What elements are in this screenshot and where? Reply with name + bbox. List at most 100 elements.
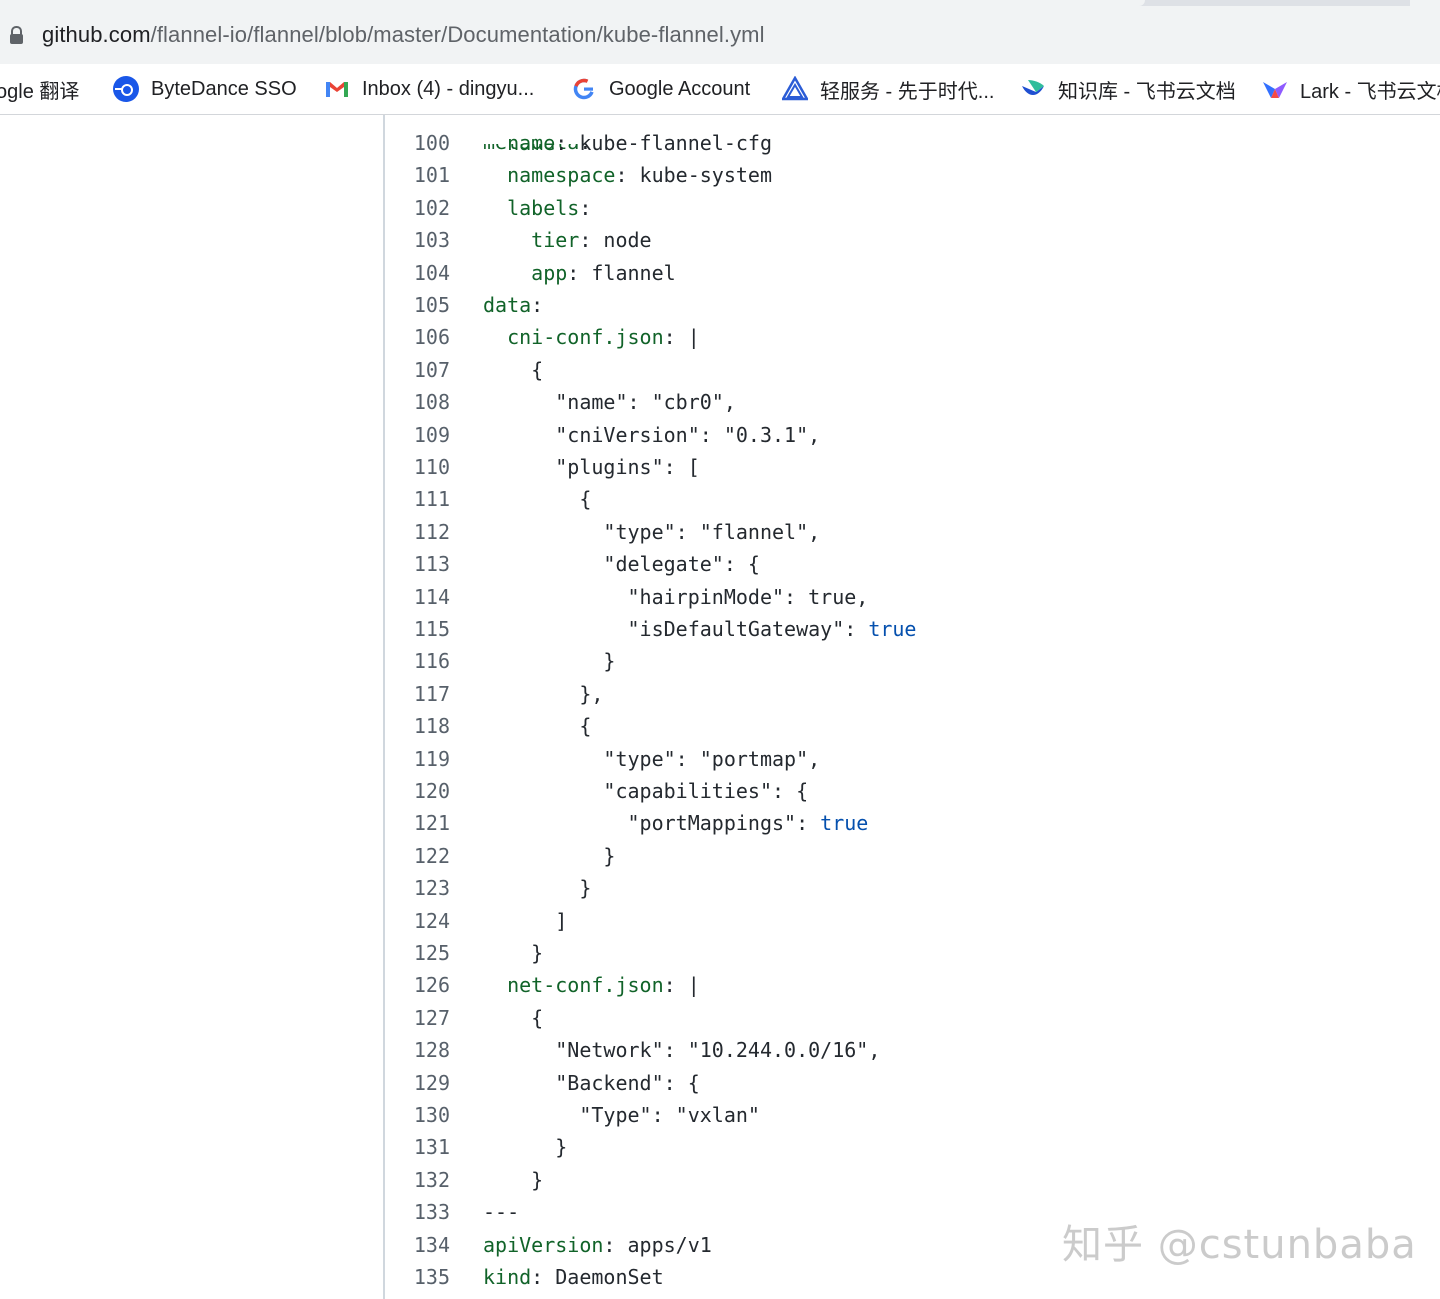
line-number[interactable]: 131 [413,1135,450,1160]
line-number[interactable]: 123 [413,876,450,901]
code-token: --- [483,1200,520,1225]
code-text: tier: node [483,224,651,256]
code-line: 123 } [385,872,1440,904]
line-number[interactable]: 116 [413,649,450,674]
code-token: } [483,941,544,965]
code-line: 114 "hairpinMode": true, [385,581,1440,613]
yaml-key: labels [507,195,580,220]
bookmark-inbox[interactable]: Inbox (4) - dingyu... [324,64,534,114]
code-text: "name": "cbr0", [483,386,736,418]
line-number[interactable]: 121 [413,811,450,836]
line-number[interactable]: 117 [413,681,450,706]
code-line: 112 "type": "flannel", [385,516,1440,548]
code-token: "type": "flannel", [483,519,821,544]
code-text: } [483,645,615,677]
line-number[interactable]: 127 [413,1005,450,1030]
code-text: "delegate": { [483,548,760,580]
code-text: } [483,1164,543,1196]
line-number[interactable]: 129 [413,1070,450,1095]
line-number[interactable]: 103 [413,228,450,253]
page-left-margin [0,115,383,1299]
code-line: 133 --- [385,1196,1440,1228]
code-line: 113 "delegate": { [385,548,1440,580]
code-text: } [483,840,615,872]
yaml-key: apiVersion [483,1232,604,1257]
line-number[interactable]: 100 [413,131,450,155]
line-number[interactable]: 122 [413,843,450,868]
bookmark-label: Google Account [609,77,751,100]
bookmark-google-account[interactable]: Google Account [571,64,750,114]
bookmark-google-translate[interactable]: ogle 翻译 [0,64,79,114]
code-token: : apps/v1 [603,1232,712,1257]
code-line: 109 "cniVersion": "0.3.1", [385,419,1440,451]
code-token: : DaemonSet [531,1265,664,1289]
code-line: 128 "Network": "10.244.0.0/16", [385,1034,1440,1066]
address-bar[interactable]: github.com/flannel-io/flannel/blob/maste… [0,10,1440,60]
line-number[interactable]: 119 [413,746,450,771]
code-line: 132 } [385,1164,1440,1196]
code-text: "Type": "vxlan" [483,1099,760,1131]
line-number[interactable]: 135 [413,1265,450,1289]
yaml-key: cni-conf.json [507,325,664,350]
line-number[interactable]: 115 [413,617,450,641]
line-number[interactable]: 133 [413,1200,450,1225]
url-text[interactable]: github.com/flannel-io/flannel/blob/maste… [42,22,765,48]
code-text: } [483,1131,567,1163]
line-number[interactable]: 109 [413,422,450,447]
line-number[interactable]: 112 [413,519,450,544]
line-number[interactable]: 120 [413,779,450,803]
inactive-tab[interactable] [1410,0,1440,6]
code-line: 110 "plugins": [ [385,451,1440,483]
code-text: "Network": "10.244.0.0/16", [483,1034,880,1066]
line-number[interactable]: 114 [413,584,450,609]
code-token: "delegate": { [483,552,760,577]
code-text: "type": "portmap", [483,743,820,775]
browser-toolbar: github.com/flannel-io/flannel/blob/maste… [0,6,1440,64]
code-line: 115 "isDefaultGateway": true [385,613,1440,645]
code-text: "capabilities": { [483,775,808,807]
line-number[interactable]: 124 [413,908,450,933]
line-number[interactable]: 113 [413,552,450,577]
bookmark-qingfuwu[interactable]: 轻服务 - 先于时代... [782,64,994,114]
code-text: name: kube-flannel-cfg [483,127,772,159]
code-text: } [483,872,591,904]
line-number[interactable]: 108 [413,390,450,415]
code-token: : [579,195,592,220]
code-token: "type": "portmap", [483,746,821,771]
line-number[interactable]: 104 [413,260,450,285]
lark-icon [1262,76,1288,102]
yaml-key: namespace [507,163,616,188]
line-number[interactable]: 111 [413,487,450,512]
line-number[interactable]: 130 [413,1103,450,1127]
code-text: --- [483,1196,519,1228]
bookmark-feishu-docs[interactable]: 知识库 - 飞书云文档 [1020,64,1236,114]
code-token: { [483,487,592,512]
line-number[interactable]: 101 [413,163,450,188]
code-text: labels: [483,192,591,224]
code-text: data: [483,289,543,321]
code-text: net-conf.json: | [483,969,700,1001]
line-number[interactable]: 134 [413,1232,450,1257]
code-token [483,325,507,349]
line-number[interactable]: 106 [413,325,450,350]
lock-icon[interactable] [10,26,23,44]
bookmark-label: Inbox (4) - dingyu... [362,77,535,100]
line-number[interactable]: 125 [413,941,450,965]
line-number[interactable]: 105 [413,293,450,317]
line-number[interactable]: 102 [413,195,450,220]
code-token: } [483,1167,544,1192]
line-number[interactable]: 118 [413,714,450,739]
code-text: ] [483,905,567,937]
bookmark-lark[interactable]: Lark - 飞书云文档 [1262,64,1440,114]
line-number[interactable]: 128 [413,1038,450,1063]
code-token [483,261,531,285]
bookmarks-bar: ogle 翻译 ByteDance SSO Inbox (4) - dingyu… [0,64,1440,115]
line-number[interactable]: 132 [413,1167,450,1192]
code-token: : | [663,973,700,998]
active-tab[interactable] [0,0,1145,6]
line-number[interactable]: 126 [413,973,450,998]
line-number[interactable]: 107 [413,357,450,382]
bookmark-bytedance-sso[interactable]: ByteDance SSO [113,64,297,114]
line-number[interactable]: 110 [413,455,450,479]
